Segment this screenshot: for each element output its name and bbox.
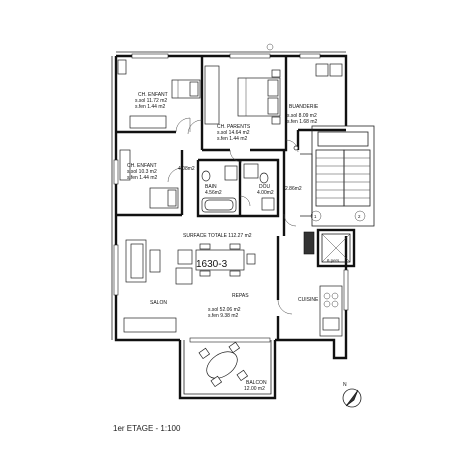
washing-machine [315,63,329,77]
windows [113,53,349,343]
area-bain: 4.56m2 [205,190,222,196]
area-ch-enfant-2-sol: s.sol 10.3 m2 [127,169,157,175]
area-ch-parents-sol: s.sol 14.64 m2 [217,130,250,136]
area-corridor: 2.86m2 [285,186,302,192]
plan-code: 1630-3 [196,259,228,270]
sink-bath [224,165,238,181]
dining-table [195,243,256,277]
stair-mark-2: 2 [358,214,361,219]
shower-tray [243,163,259,179]
area-dou: 4.00m2 [257,190,274,196]
sink-shower [261,197,275,211]
label-buanderie: BUANDERIE [289,104,319,110]
balcony-table [206,351,238,379]
balcony [178,340,277,400]
door-swings [167,117,299,315]
dryer [329,63,343,77]
stair-steps [316,157,370,199]
label-repas: REPAS [232,293,249,299]
label-bain: BAIN [205,184,217,190]
wardrobe-child-2 [119,149,131,181]
area-ch-enfant-1-fen: s.fen 1.44 m2 [135,104,166,110]
area-buanderie-fen: s.fen 1.68 m2 [287,119,318,125]
label-ch-enfant-1: CH. ENFANT [138,92,168,98]
wardrobe-child-1 [129,115,167,129]
area-living-sol: s.sol 52.06 m2 [208,307,241,313]
area-ch-enfant-1-sol: s.sol 11.72 m2 [135,98,167,104]
elevator-label: 6 pers. [327,258,340,263]
coffee-table [149,249,161,273]
label-cuisine: CUISINE [298,297,319,303]
toilet-shower [259,172,269,184]
compass: N [342,382,362,408]
area-ch-enfant-2-fen: s.fen 1.44 m2 [127,175,158,181]
room-labels: CH. ENFANT s.sol 11.72 m2 s.fen 1.44 m2 … [127,92,319,392]
elevator: 6 pers. [303,228,356,268]
area-buanderie-sol: s.sol 8.09 m2 [287,113,317,119]
bed-parents [237,69,281,125]
wardrobe-parents [204,65,220,125]
furniture [117,59,343,337]
bathtub [201,197,237,213]
toilet-bath [201,170,211,182]
label-surface-totale: SURFACE TOTALE 112.27 m2 [183,233,252,239]
armchair [177,249,193,265]
label-dou: DOU [259,184,271,190]
outer-walls [111,51,348,360]
side-table [175,267,193,285]
label-balcon: BALCON [246,380,267,386]
area-balcon: 12.00 m2 [244,386,265,392]
kitchen-counter [319,285,343,337]
sofa [125,239,147,283]
area-living-fen: s.fen 9.38 m2 [208,313,239,319]
stair-mark-1: 1 [314,214,317,219]
label-ch-enfant-2: CH. ENFANT [127,163,157,169]
tv-bench [123,317,177,333]
compass-north-label: N [343,382,347,388]
site-marker [266,43,274,51]
bed-child-2 [149,187,179,209]
stair-core: 1 2 [310,125,375,227]
label-salon: SALON [150,300,167,306]
column-marker [293,145,299,151]
bed-child-1 [171,79,201,99]
label-ch-parents: CH. PARENTS [217,124,251,130]
desk-child-1 [117,59,127,75]
interior-walls [116,56,346,340]
area-ch-parents-fen: s.fen 1.44 m2 [217,136,248,142]
area-hall: 4.08m2 [178,166,195,172]
plan-caption: 1er ETAGE - 1:100 [113,424,181,433]
